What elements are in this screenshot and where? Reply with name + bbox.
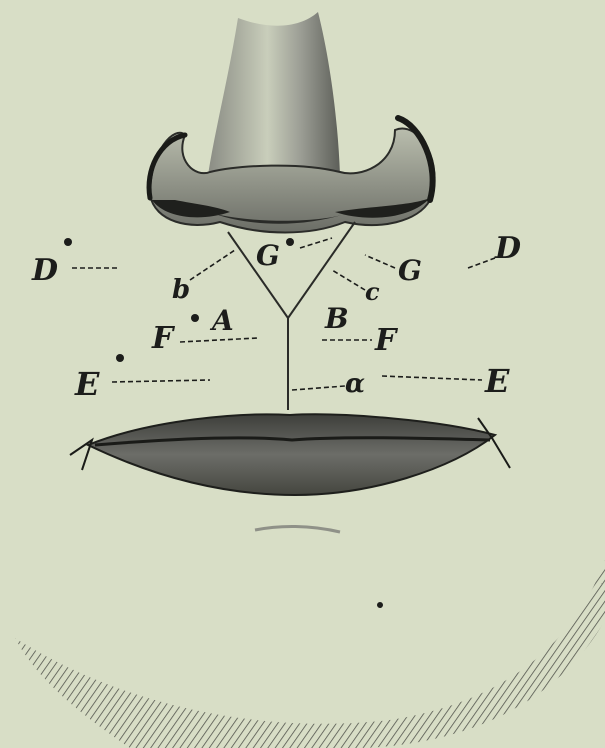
label-G-right: G (398, 254, 422, 287)
label-G-left: G (256, 239, 280, 272)
label-B: B (324, 302, 349, 335)
leader-A (180, 338, 258, 342)
lips (88, 414, 495, 495)
label-alpha: α (345, 369, 365, 399)
label-F-right: F (374, 323, 399, 358)
leader-G-left (300, 238, 332, 248)
label-c: c (365, 277, 380, 306)
label-F-left: F (151, 321, 176, 356)
leader-lines (72, 238, 495, 390)
leader-b (190, 250, 235, 280)
chin-shading (15, 560, 605, 748)
dot-E-left (116, 354, 124, 362)
leader-E-right (382, 376, 482, 380)
nose-bridge (208, 12, 340, 175)
label-A: A (209, 304, 234, 337)
label-E-left: E (74, 365, 100, 403)
leader-G-right (365, 255, 395, 268)
leader-E-left (112, 380, 210, 382)
dot-F-left (191, 314, 199, 322)
label-E-right: E (484, 362, 510, 400)
label-D-right: D (494, 231, 521, 266)
label-b: b (172, 275, 190, 305)
label-D-left: D (31, 253, 58, 288)
chin-crease (255, 526, 340, 532)
leader-alpha (292, 386, 345, 390)
dot-D-left (64, 238, 72, 246)
leader-D-right (468, 258, 495, 268)
dot-G-center (286, 238, 294, 246)
stray-dot (377, 602, 383, 608)
leader-c (332, 270, 365, 290)
